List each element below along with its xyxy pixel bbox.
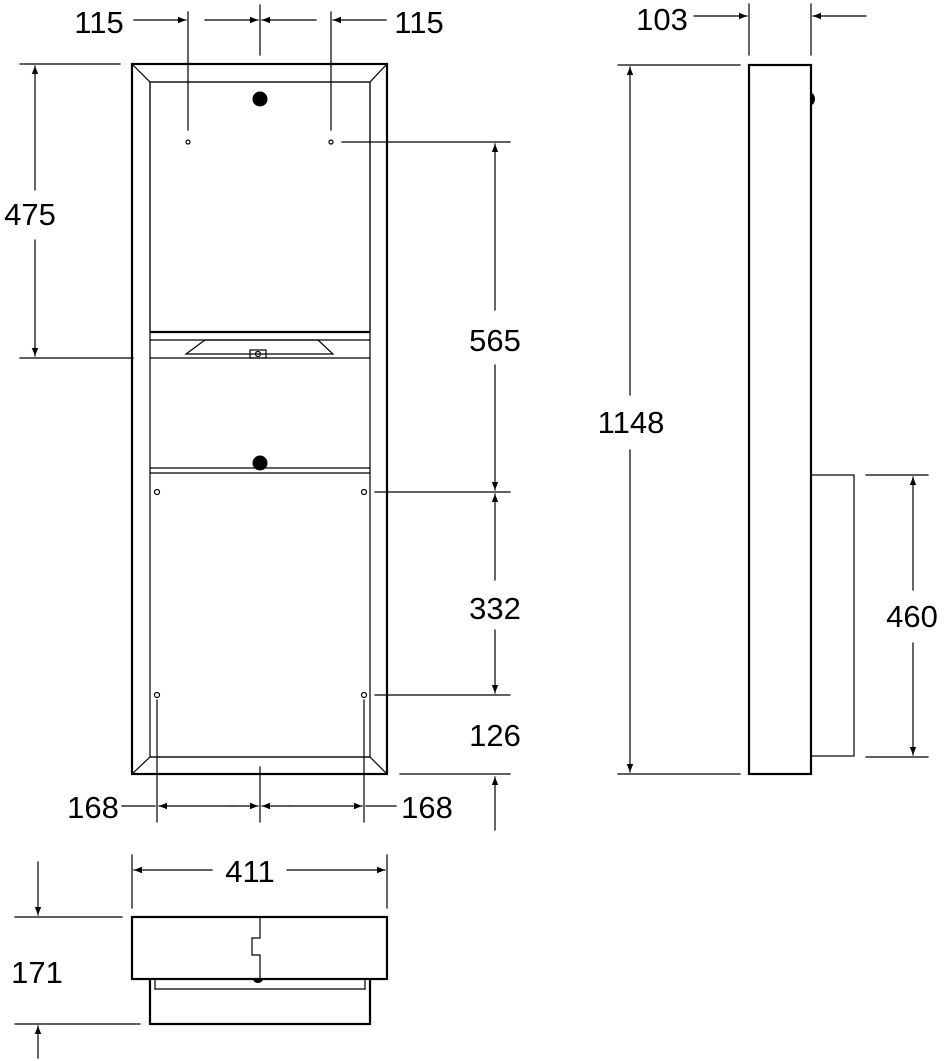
dim-top-left: 115 — [74, 5, 123, 40]
mount-hole — [153, 488, 161, 496]
mount-hole — [153, 691, 161, 699]
dim-bottom-left: 168 — [67, 790, 119, 825]
dim-bottom-right: 168 — [401, 790, 453, 825]
dim-mount-span-top: 565 — [469, 323, 521, 358]
bottom-center-notch — [251, 916, 261, 980]
front-view: 115 115 475 565 332 126 168 168 — [4, 4, 521, 831]
bottom-bin-outline — [148, 979, 372, 1026]
side-cabinet — [747, 63, 813, 776]
mount-hole — [360, 488, 368, 496]
dim-upper-height: 475 — [4, 197, 56, 232]
side-bin-protrusion — [810, 474, 855, 757]
mount-hole — [328, 139, 334, 145]
mount-hole — [360, 691, 368, 699]
lower-lock-icon — [252, 455, 268, 471]
dim-mount-span-bottom: 332 — [469, 591, 521, 626]
upper-lock-icon — [252, 91, 268, 107]
dim-total-height: 1148 — [598, 405, 665, 440]
front-outer-frame — [130, 62, 389, 776]
dispenser-slot — [184, 339, 335, 355]
bottom-knob-icon — [253, 979, 263, 983]
dim-top-right: 115 — [394, 5, 443, 40]
dispenser-tab — [249, 349, 267, 359]
dim-width: 411 — [225, 854, 274, 889]
dim-depth: 103 — [636, 2, 688, 37]
bottom-view: 411 171 — [11, 854, 389, 1059]
dim-bin-height: 460 — [886, 599, 938, 634]
upper-door-panel — [149, 81, 371, 333]
side-lock-icon — [811, 93, 815, 105]
dim-height: 171 — [11, 955, 63, 990]
mount-hole — [185, 139, 191, 145]
front-inner-frame — [149, 81, 371, 758]
side-view: 103 1148 460 — [598, 2, 938, 776]
dim-bottom-offset: 126 — [469, 718, 521, 753]
